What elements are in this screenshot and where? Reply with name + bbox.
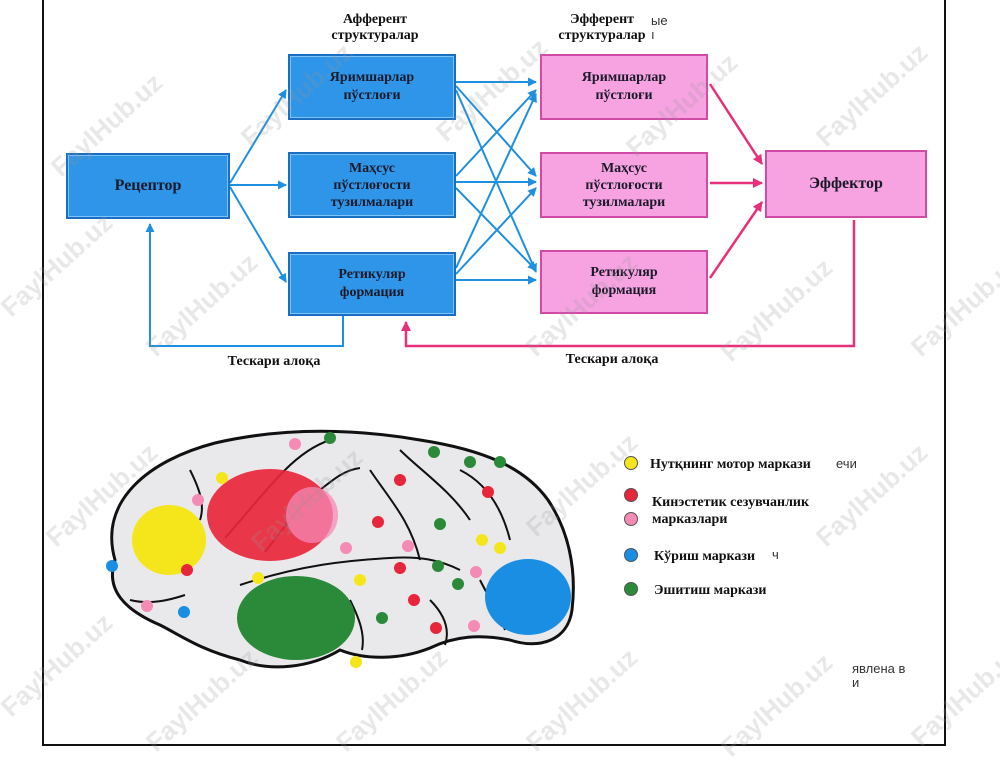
feedback-label-left: Тескари алоқа <box>227 354 321 369</box>
brain-dot-green <box>432 560 444 572</box>
brain-dot-red <box>394 562 406 574</box>
brain-dot-yellow <box>494 542 506 554</box>
green-auditory-region <box>237 576 355 660</box>
brain-dot-pink <box>470 566 482 578</box>
legend-blue-dot <box>624 548 638 562</box>
brain-dot-blue <box>178 606 190 618</box>
efferent-cortex-block: Яримшарлар пўстлоғи <box>540 54 708 120</box>
efferent-structures-header: Эфферент структуралар <box>558 12 646 43</box>
brain-dot-pink <box>340 542 352 554</box>
brain-dot-green <box>324 432 336 444</box>
brain-dot-green <box>464 456 476 468</box>
efferent-to-effector-arrows <box>708 83 764 279</box>
brain-dot-red <box>482 486 494 498</box>
brain-dot-red <box>394 474 406 486</box>
brain-dot-green <box>434 518 446 530</box>
feedback-label-right: Тескари алоқа <box>565 352 659 367</box>
scan-residue-bottom: явлена в и <box>852 661 906 690</box>
legend-speech-motor-center: Нутқнинг мотор маркази <box>650 457 811 472</box>
afferent-to-efferent-arrows <box>455 77 537 285</box>
brain-dot-yellow <box>476 534 488 546</box>
brain-dot-red <box>408 594 420 606</box>
brain-dot-pink <box>141 600 153 612</box>
brain-dot-yellow <box>216 472 228 484</box>
receptor-to-afferent-arrows <box>229 89 287 283</box>
afferent-reticular-block: Ретикуляр формация <box>288 252 456 316</box>
legend-auditory-center: Эшитиш маркази <box>654 583 767 598</box>
brain-dot-pink <box>289 438 301 450</box>
brain-dot-pink <box>192 494 204 506</box>
blue-visual-region <box>485 559 571 635</box>
brain-dot-yellow <box>354 574 366 586</box>
afferent-structures-header: Афферент структуралар <box>331 12 419 43</box>
receptor-block: Рецептор <box>66 153 230 219</box>
brain-dot-yellow <box>252 572 264 584</box>
scan-residue-legend-3: ч <box>772 547 779 562</box>
feedback-loop-left <box>145 223 344 347</box>
legend-kinesthetic-centers: Кинэстетик сезувчанлик марказлари <box>652 495 810 527</box>
brain-dot-green <box>428 446 440 458</box>
brain-dot-green <box>376 612 388 624</box>
brain-scattered-dots <box>106 432 506 668</box>
afferent-cortex-block: Яримшарлар пўстлоғи <box>288 54 456 120</box>
brain-dot-blue <box>106 560 118 572</box>
scan-residue-top: ые ı <box>651 13 668 42</box>
efferent-reticular-block: Ретикуляр формация <box>540 250 708 314</box>
brain-dot-green <box>494 456 506 468</box>
brain-dot-green <box>452 578 464 590</box>
efferent-subcortical-block: Маҳсус пўстлоғости тузилмалари <box>540 152 708 218</box>
brain-illustration <box>106 429 575 669</box>
pink-kinesthetic-region <box>286 487 338 543</box>
brain-dot-pink <box>468 620 480 632</box>
legend-red-dot <box>624 488 638 502</box>
brain-dot-red <box>181 564 193 576</box>
legend-yellow-dot <box>624 456 638 470</box>
legend-pink-dot <box>624 512 638 526</box>
scan-residue-legend-1: ечи <box>836 456 857 471</box>
brain-dot-yellow <box>350 656 362 668</box>
page-frame <box>42 0 946 746</box>
legend-green-dot <box>624 582 638 596</box>
brain-dot-pink <box>402 540 414 552</box>
feedback-loop-right <box>401 220 856 348</box>
brain-dot-red <box>430 622 442 634</box>
yellow-speech-motor-region <box>132 505 206 575</box>
effector-block: Эффектор <box>765 150 927 218</box>
brain-dot-red <box>372 516 384 528</box>
legend-visual-center: Кўриш маркази <box>654 549 756 564</box>
afferent-subcortical-block: Маҳсус пўстлоғости тузилмалари <box>288 152 456 218</box>
